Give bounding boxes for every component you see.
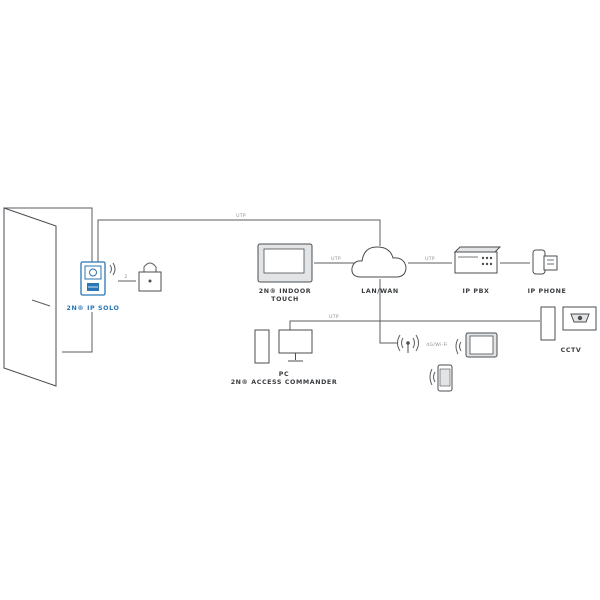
text-labels: 2N® IP SOLO 2N® INDOOR TOUCH LAN/WAN IP … (67, 213, 582, 386)
connection-lines (4, 207, 540, 353)
utp-top-label: UTP (236, 213, 246, 219)
ip-phone-device[interactable] (532, 249, 558, 275)
lan-wan-label: LAN/WAN (361, 288, 398, 295)
indoor-touch-label-line2: TOUCH (271, 296, 299, 303)
cloud-icon (351, 246, 407, 278)
indoor-touch-device[interactable] (257, 243, 313, 283)
indoor-touch-label-line1: 2N® INDOOR (259, 287, 312, 295)
lock-icon (138, 262, 162, 292)
ip-solo-device[interactable] (80, 261, 106, 296)
utp-pbx-label: UTP (425, 256, 435, 262)
ip-phone-label: IP PHONE (528, 288, 567, 295)
solo-lower-cable (62, 312, 93, 353)
wifi-label: 4G/Wi-Fi (426, 342, 447, 348)
access-commander-label: 2N® ACCESS COMMANDER (231, 378, 338, 386)
utp-line-top (97, 219, 381, 262)
utp-pc-label: UTP (329, 314, 339, 320)
ip-solo-label: 2N® IP SOLO (67, 304, 120, 312)
ip-pbx-label: IP PBX (462, 288, 489, 295)
tablet-device[interactable] (455, 332, 498, 358)
cctv-device[interactable] (540, 306, 597, 341)
door (3, 207, 57, 387)
pc-label: PC (279, 371, 289, 378)
ip-pbx-device[interactable] (453, 246, 502, 274)
solo-signal-icon (109, 262, 116, 276)
cloud-down-line (379, 279, 397, 344)
utp-indoor-label: UTP (331, 256, 341, 262)
door-cable (4, 207, 93, 262)
smartphone-device[interactable] (429, 364, 453, 392)
lock-link-label: 2 (124, 274, 127, 280)
cctv-label: CCTV (561, 347, 582, 354)
pc-device[interactable] (254, 329, 313, 364)
utp-line-pc (289, 320, 540, 330)
wifi-antenna-icon (397, 334, 419, 353)
